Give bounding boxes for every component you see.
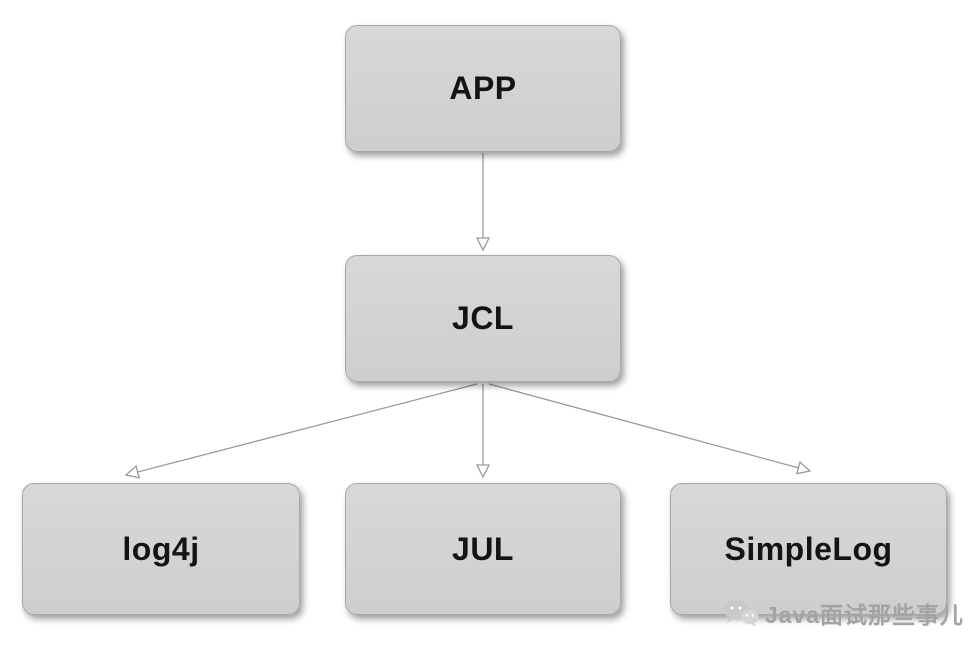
watermark: Java面试那些事儿 — [723, 596, 964, 630]
arrow-jcl-to-log4j — [126, 383, 478, 475]
node-app: APP — [345, 25, 621, 152]
node-simplelog-label: SimpleLog — [724, 530, 893, 567]
arrow-jcl-to-simplelog — [488, 383, 810, 471]
node-log4j: log4j — [22, 483, 300, 615]
node-simplelog: SimpleLog — [670, 483, 947, 615]
node-jcl-label: JCL — [452, 300, 514, 336]
node-jul: JUL — [345, 483, 621, 615]
node-log4j-label: log4j — [122, 530, 200, 567]
wechat-icon — [723, 599, 759, 627]
node-jul-label: JUL — [452, 530, 514, 567]
node-app-label: APP — [449, 70, 517, 106]
watermark-text: Java面试那些事儿 — [764, 602, 964, 628]
node-jcl: JCL — [345, 255, 621, 382]
